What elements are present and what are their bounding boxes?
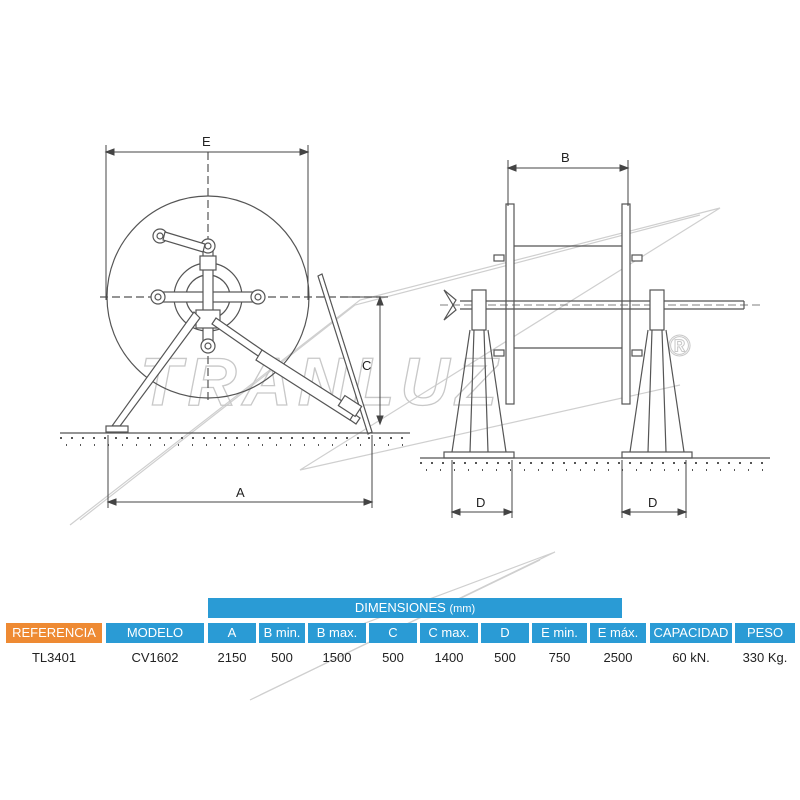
value-capacidad: 60 kN.: [672, 650, 710, 665]
value-b-min: 500: [271, 650, 293, 665]
dim-label-d-right: D: [648, 495, 657, 510]
watermark-registered: ®: [668, 330, 691, 363]
dim-label-c: C: [362, 358, 371, 373]
dimension-lines-right: [450, 160, 688, 518]
value-b-max: 1500: [322, 650, 352, 665]
value-c: 500: [382, 650, 404, 665]
header-c-max: C max.: [420, 623, 478, 643]
reel-flange-right: [621, 203, 631, 405]
header-modelo: MODELO: [106, 623, 204, 643]
value-c-max: 1400: [434, 650, 464, 665]
value-modelo: CV1602: [131, 650, 179, 665]
table-group-header: DIMENSIONES (mm): [208, 598, 622, 618]
value-d: 500: [494, 650, 516, 665]
watermark-swoosh: [69, 207, 721, 701]
header-b-max: B max.: [308, 623, 366, 643]
dim-label-d-left: D: [476, 495, 485, 510]
front-view-reel: [440, 203, 760, 459]
header-e-min: E min.: [532, 623, 587, 643]
group-header-unit: (mm): [449, 603, 476, 615]
ground-left: [60, 432, 410, 446]
header-b-min: B min.: [259, 623, 305, 643]
header-a: A: [208, 623, 256, 643]
dimension-lines-left: [104, 145, 388, 508]
group-header-label: DIMENSIONES: [354, 600, 446, 615]
dim-label-e: E: [202, 134, 211, 149]
header-c: C: [369, 623, 417, 643]
value-referencia: TL3401: [31, 650, 77, 665]
dim-label-a: A: [236, 485, 245, 500]
header-d: D: [481, 623, 529, 643]
side-view-reel: [100, 152, 380, 435]
ground-right: [420, 457, 770, 471]
watermark-brand: TRANLUZ: [140, 344, 503, 420]
dim-label-b: B: [561, 150, 570, 165]
value-a: 2150: [217, 650, 247, 665]
reel-flange-left: [505, 203, 515, 405]
value-e-min: 750: [548, 650, 571, 665]
value-peso: 330 Kg.: [742, 650, 788, 665]
header-referencia: REFERENCIA: [6, 623, 102, 643]
value-e-max: 2500: [603, 650, 633, 665]
header-e-max: E máx.: [590, 623, 646, 643]
header-capacidad: CAPACIDAD: [650, 623, 732, 643]
header-peso: PESO: [735, 623, 795, 643]
